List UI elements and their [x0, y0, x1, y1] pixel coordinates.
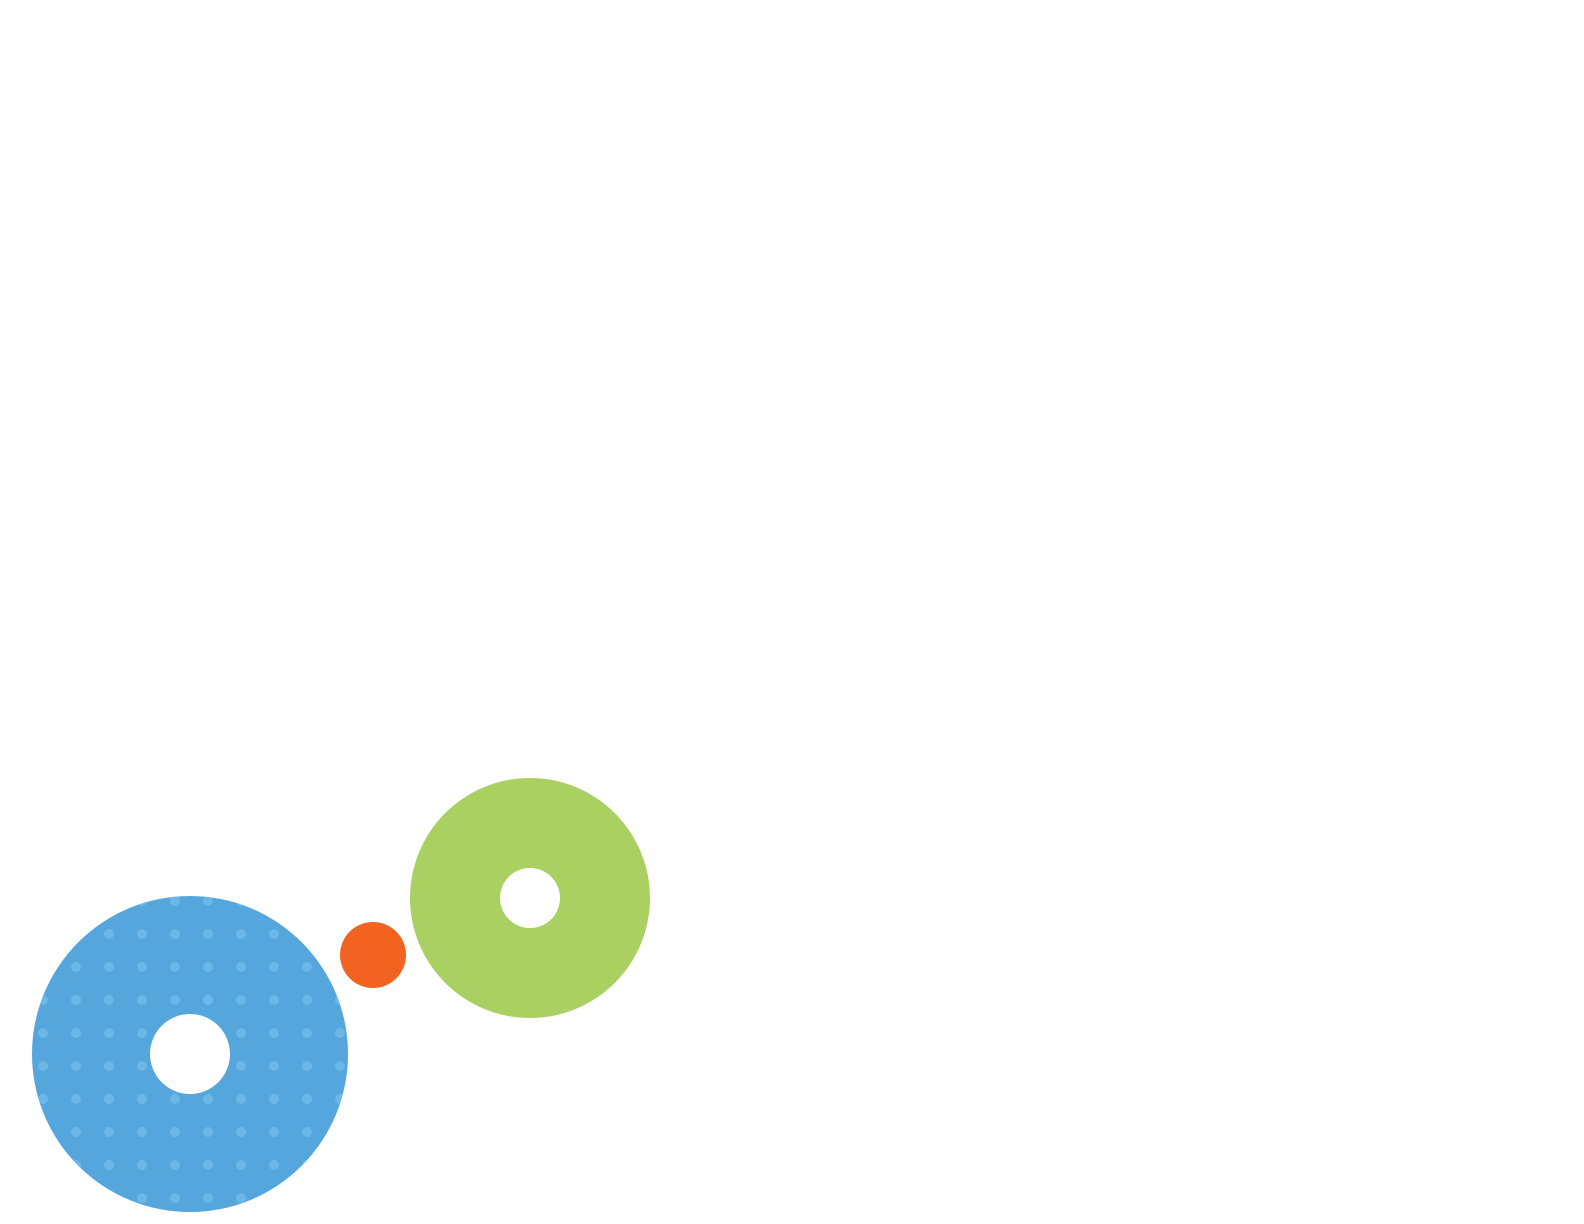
green-ring-hole	[500, 868, 560, 928]
green-ring	[410, 778, 650, 1018]
blue-dotted-ring	[32, 896, 348, 1212]
orange-dot	[340, 922, 406, 988]
blue-ring-hole	[150, 1014, 230, 1094]
